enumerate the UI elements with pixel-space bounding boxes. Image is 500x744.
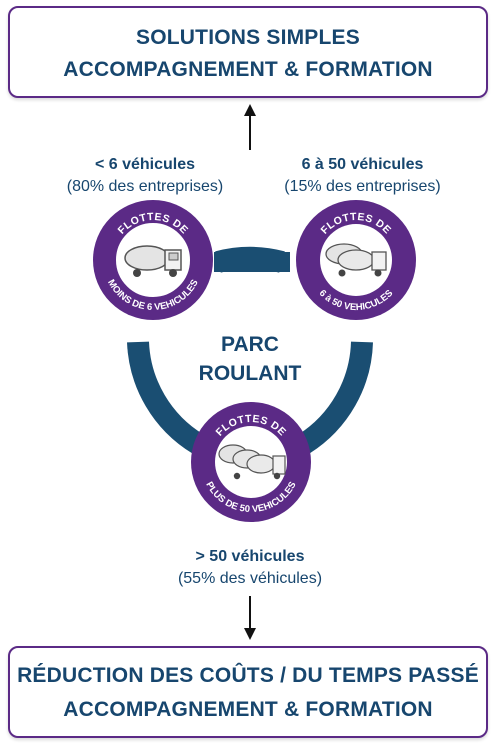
ring-segment-left <box>127 341 204 454</box>
medium-fleet-count: 6 à 50 véhicules <box>301 156 424 173</box>
top-box: SOLUTIONS SIMPLES ACCOMPAGNEMENT & FORMA… <box>8 6 488 98</box>
arrow-up-icon <box>244 104 256 150</box>
small-fleet-count: < 6 véhicules <box>94 156 196 173</box>
bottom-box: RÉDUCTION DES COÛTS / DU TEMPS PASSÉ ACC… <box>8 646 488 738</box>
badge-medium-fleet: FLOTTES DE 6 à 50 VEHICULES <box>296 200 416 320</box>
ring-segment-right <box>297 341 373 454</box>
top-box-line2: ACCOMPAGNEMENT & FORMATION <box>63 58 433 81</box>
tanker-truck-icon <box>124 245 182 277</box>
tanker-truck-icon <box>218 444 286 480</box>
arrow-down-icon <box>244 596 256 640</box>
large-fleet-label: > 50 véhicules (55% des véhicules) <box>150 548 350 588</box>
badge-small-fleet: FLOTTES DE MOINS DE 6 VEHICULES <box>93 200 213 320</box>
tanker-truck-icon <box>325 243 387 277</box>
center-line1: PARC <box>221 333 279 356</box>
ring-segment-top-full <box>214 252 290 272</box>
center-title: PARC ROULANT <box>180 330 320 388</box>
large-fleet-count: > 50 véhicules <box>195 548 305 565</box>
small-fleet-label: < 6 véhicules (80% des entreprises) <box>40 156 250 196</box>
medium-fleet-share: (15% des entreprises) <box>284 178 441 195</box>
badge-large-fleet: FLOTTES DE PLUS DE 50 VEHICULES <box>191 402 311 522</box>
top-box-line1: SOLUTIONS SIMPLES <box>136 26 360 49</box>
bottom-box-line2: ACCOMPAGNEMENT & FORMATION <box>63 698 433 721</box>
large-fleet-share: (55% des véhicules) <box>177 570 323 587</box>
center-line2: ROULANT <box>198 362 302 385</box>
small-fleet-share: (80% des entreprises) <box>66 178 224 195</box>
medium-fleet-label: 6 à 50 véhicules (15% des entreprises) <box>255 156 470 196</box>
bottom-box-line1: RÉDUCTION DES COÛTS / DU TEMPS PASSÉ <box>17 664 479 687</box>
